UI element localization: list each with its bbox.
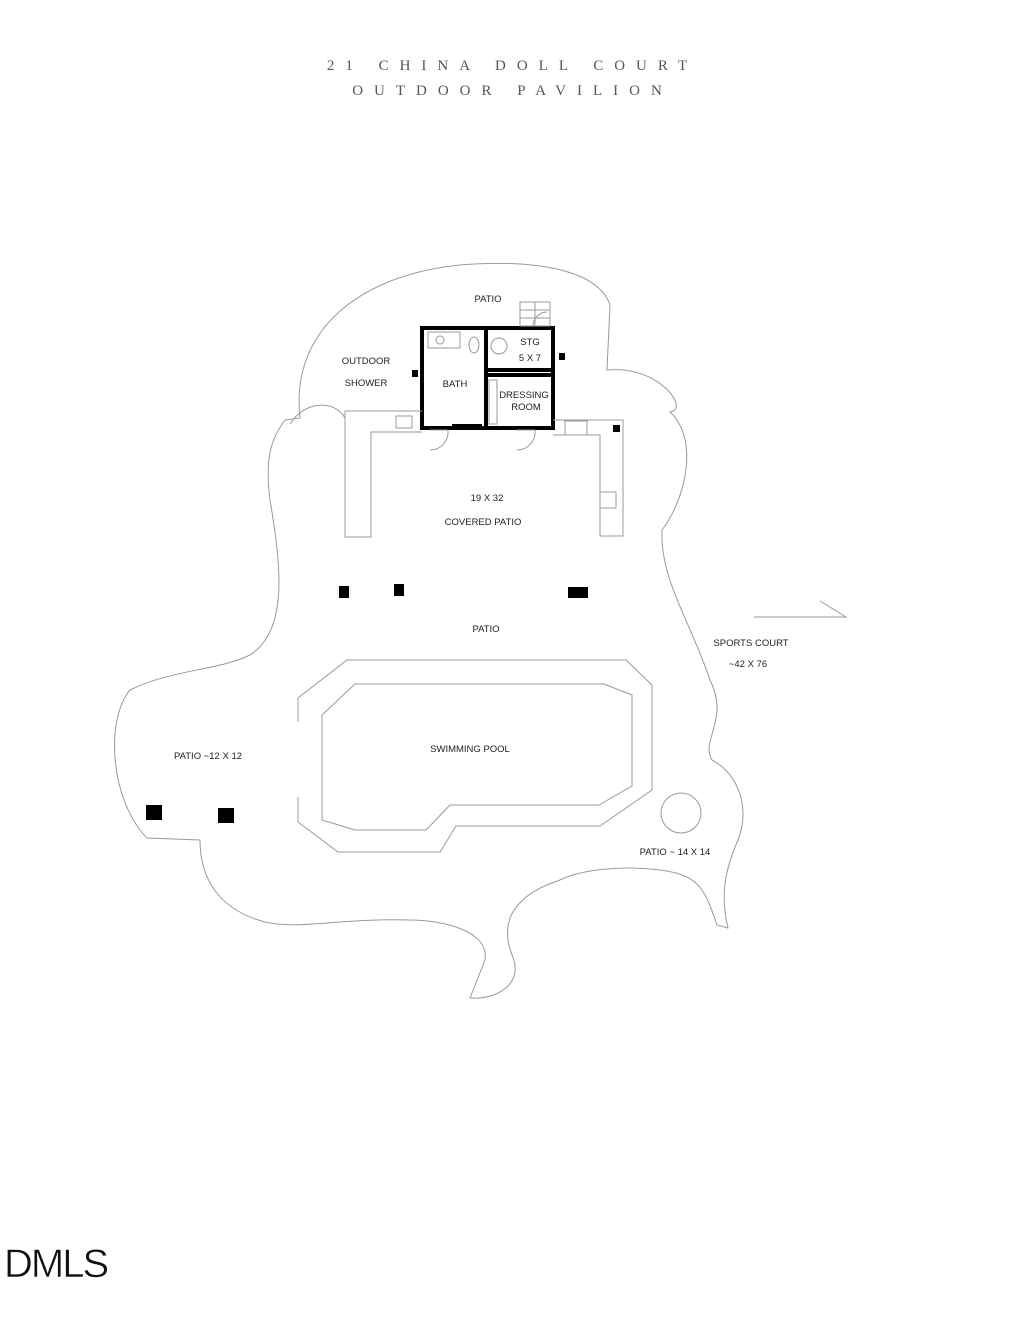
- toilet-icon: [468, 336, 480, 354]
- label-patio-mid: PATIO: [472, 624, 499, 635]
- label-patio-top: PATIO: [474, 294, 501, 305]
- dmls-watermark: DMLS: [4, 1242, 110, 1287]
- label-covered-size: 19 X 32: [471, 493, 504, 504]
- label-room: ROOM: [511, 402, 541, 413]
- bath-door-swing: [429, 429, 449, 451]
- site-outline: [114, 262, 744, 999]
- label-outdoor: OUTDOOR: [342, 356, 391, 367]
- label-stg-size: 5 X 7: [519, 353, 541, 364]
- bench-icon: [488, 379, 498, 425]
- column: [394, 584, 404, 596]
- post: [613, 425, 620, 432]
- dressing-door-swing: [516, 429, 536, 451]
- column: [568, 587, 588, 598]
- label-covered-patio: COVERED PATIO: [445, 517, 522, 528]
- label-patio-left: PATIO ~12 X 12: [174, 751, 242, 762]
- counter-right: [553, 419, 624, 537]
- bar-sink-icon: [395, 415, 413, 429]
- pier: [146, 805, 162, 820]
- water-heater-icon: [490, 337, 508, 355]
- label-swimming-pool: SWIMMING POOL: [430, 744, 510, 755]
- sports-court-edge: [754, 600, 848, 618]
- column: [339, 586, 349, 598]
- basin-icon: [435, 335, 445, 345]
- label-dressing: DRESSING: [499, 390, 549, 401]
- swimming-pool: [321, 683, 633, 831]
- grill-icon: [564, 420, 588, 436]
- round-patio: [660, 792, 702, 834]
- shower-curb: [289, 404, 346, 425]
- post: [559, 353, 565, 360]
- pool-deck-edge: [297, 659, 653, 853]
- label-sports-court: SPORTS COURT: [713, 638, 788, 649]
- label-shower: SHOWER: [345, 378, 388, 389]
- counter-left: [344, 410, 422, 538]
- post: [412, 370, 418, 377]
- label-bath: BATH: [443, 379, 468, 390]
- threshold: [452, 424, 482, 430]
- door-swing: [532, 311, 548, 327]
- title-address: 21 CHINA DOLL COURT: [326, 58, 699, 74]
- title-subtitle: OUTDOOR PAVILION: [352, 83, 673, 99]
- pier: [218, 808, 234, 823]
- label-patio-right: PATIO ~ 14 X 14: [640, 847, 711, 858]
- appliance-icon: [599, 491, 617, 509]
- label-sports-size: ~42 X 76: [729, 659, 767, 670]
- label-stg: STG: [520, 337, 540, 348]
- sink-icon: [427, 331, 461, 349]
